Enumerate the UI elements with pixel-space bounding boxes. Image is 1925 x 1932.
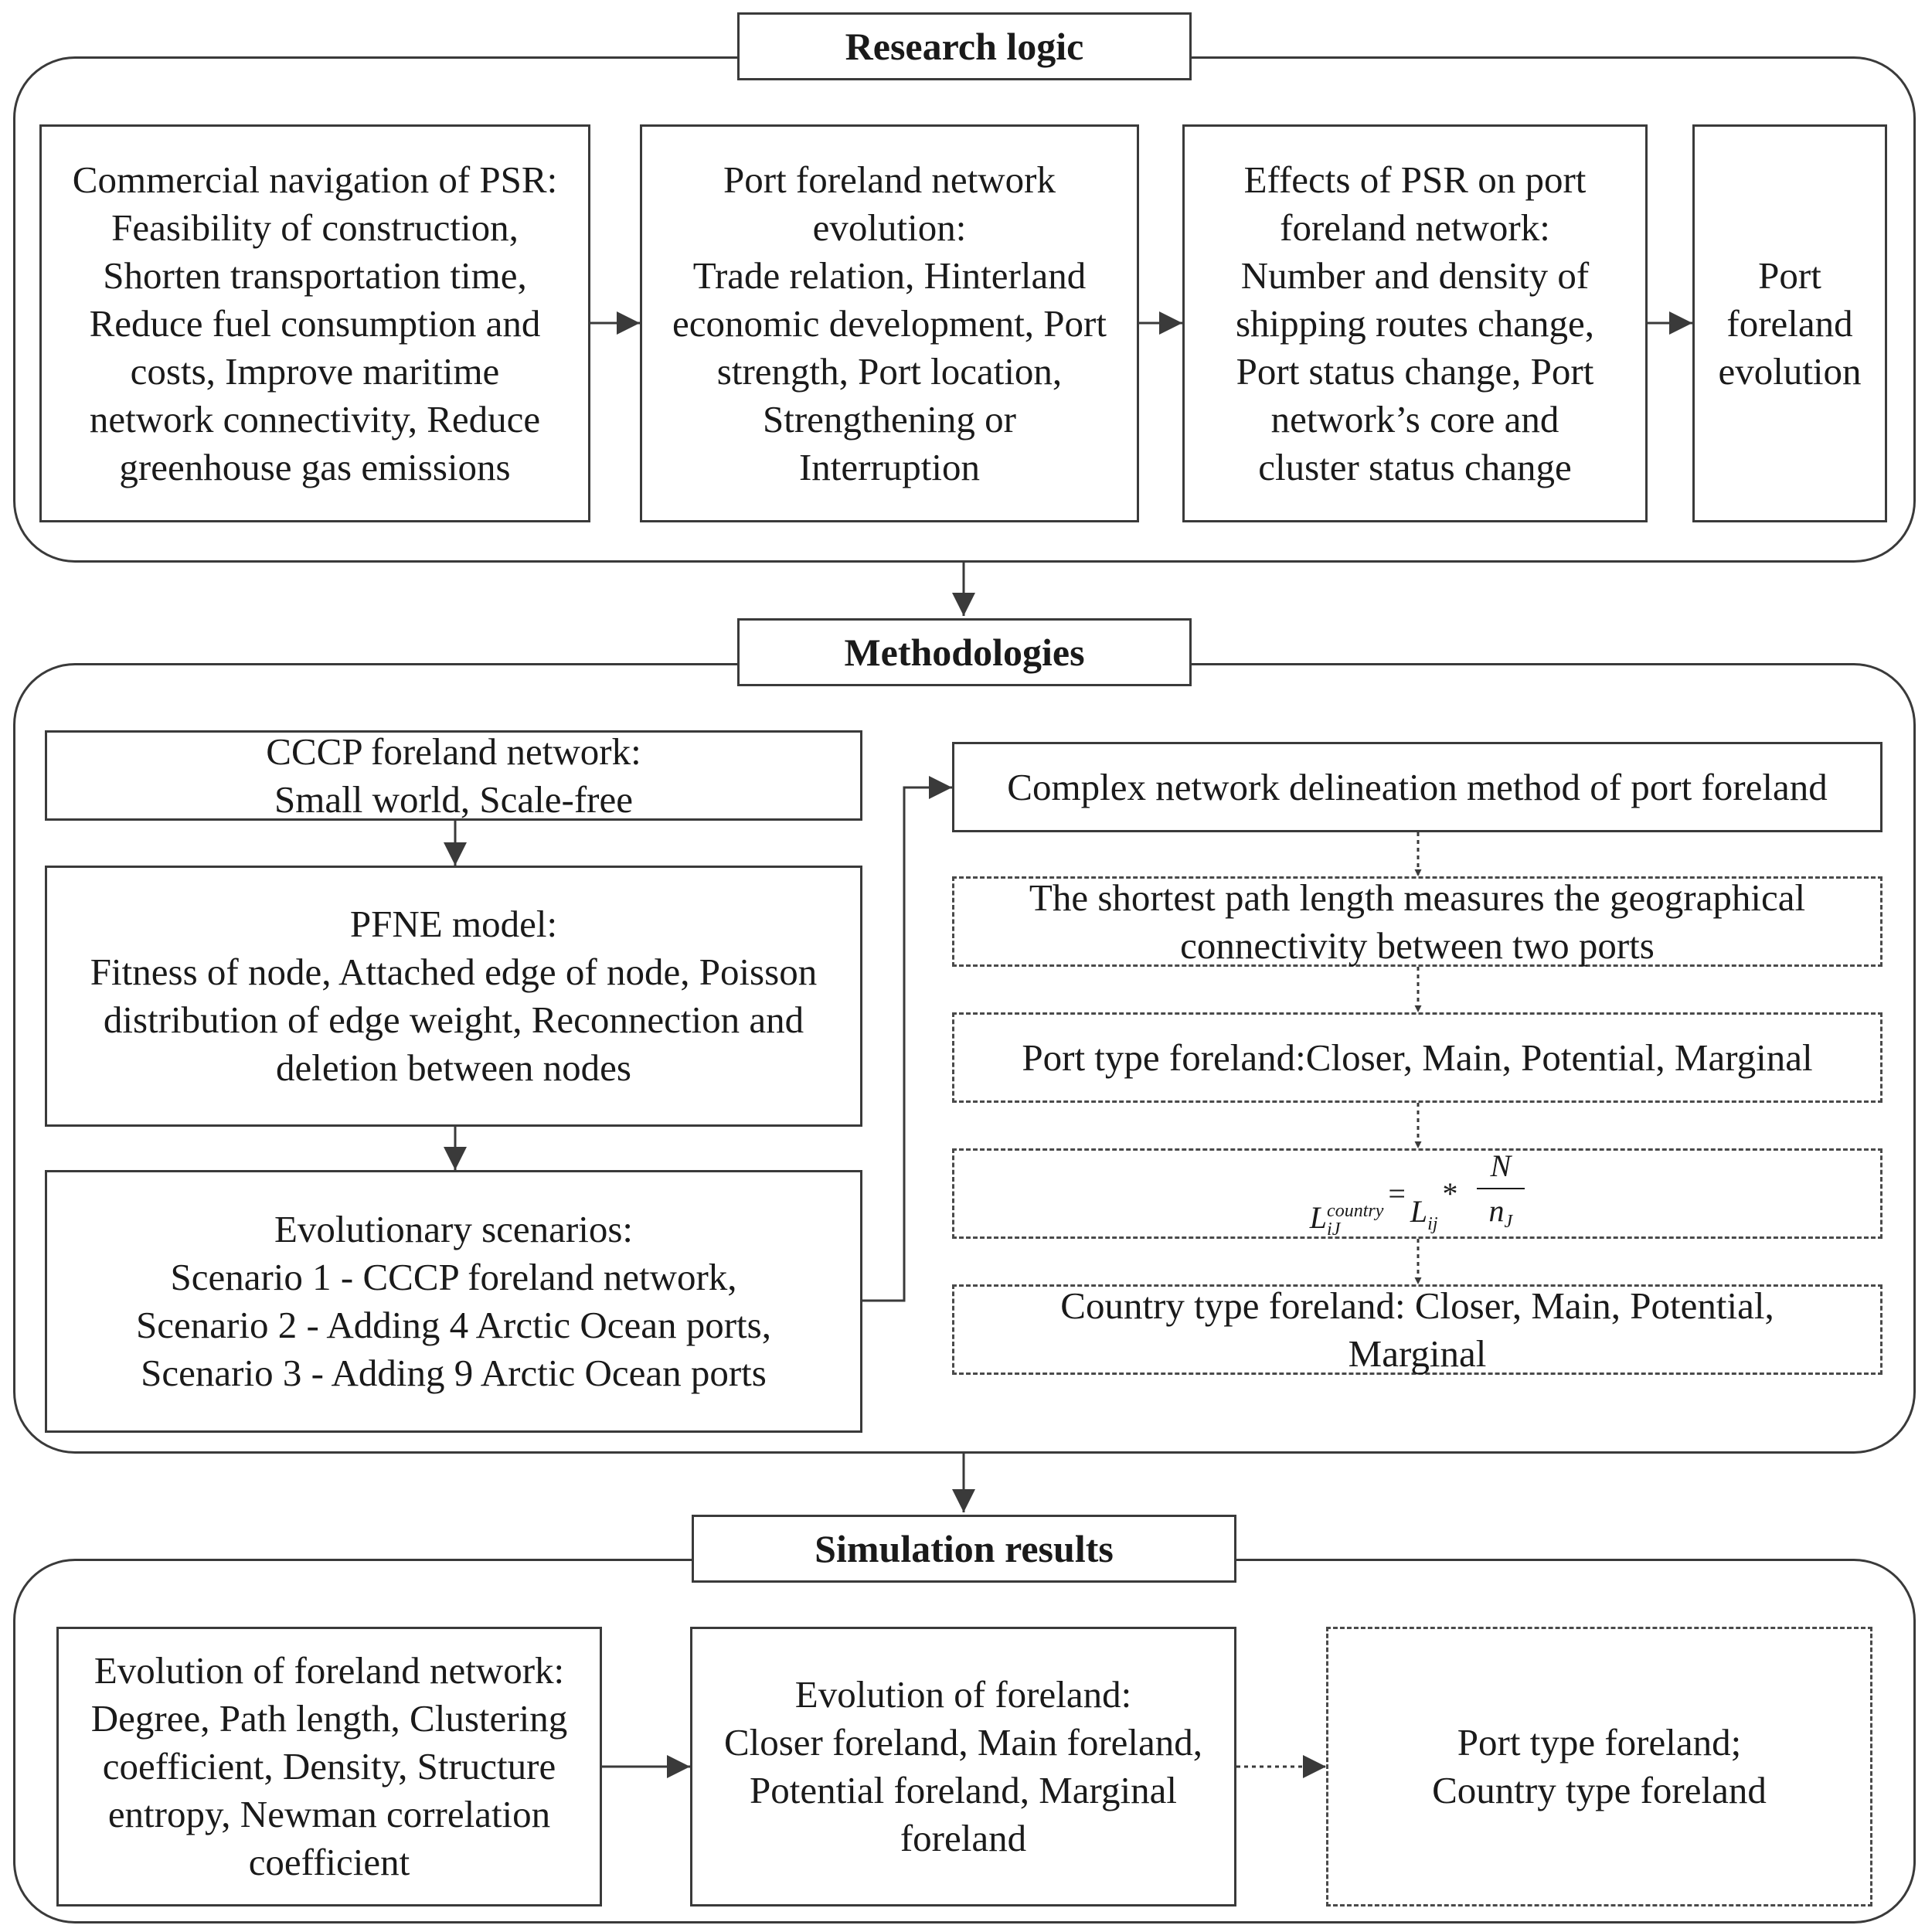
complex-network-method-box: Complex network delineation method of po…: [952, 742, 1882, 832]
simulation-results-header: Simulation results: [692, 1515, 1236, 1583]
equation-fraction: N nJ: [1476, 1145, 1525, 1243]
port-foreland-evolution-box: Port foreland evolution: [1692, 124, 1887, 522]
research-logic-header: Research logic: [737, 12, 1192, 80]
cccp-network-box: CCCP foreland network: Small world, Scal…: [45, 730, 862, 821]
equation-equals: =: [1388, 1175, 1406, 1211]
evolutionary-scenarios-box: Evolutionary scenarios: Scenario 1 - CCC…: [45, 1170, 862, 1433]
pfne-model-box: PFNE model: Fitness of node, Attached ed…: [45, 866, 862, 1127]
country-type-foreland-box: Country type foreland: Closer, Main, Pot…: [952, 1284, 1882, 1375]
methodologies-header: Methodologies: [737, 618, 1192, 686]
foreland-evolution-results-box: Evolution of foreland: Closer foreland, …: [690, 1627, 1236, 1906]
port-type-foreland-box: Port type foreland:Closer, Main, Potenti…: [952, 1012, 1882, 1103]
foreland-types-results-box: Port type foreland; Country type forelan…: [1326, 1627, 1872, 1906]
equation-rhs: Lij: [1410, 1193, 1438, 1234]
shortest-path-box: The shortest path length measures the ge…: [952, 876, 1882, 967]
equation-times: *: [1442, 1175, 1458, 1211]
network-evolution-results-box: Evolution of foreland network: Degree, P…: [56, 1627, 602, 1906]
arrow-scenarios-to-complex: [861, 776, 952, 1302]
psr-effects-box: Effects of PSR on port foreland network:…: [1182, 124, 1648, 522]
commercial-navigation-box: Commercial navigation of PSR: Feasibilit…: [39, 124, 590, 522]
network-evolution-box: Port foreland network evolution: Trade r…: [640, 124, 1139, 522]
